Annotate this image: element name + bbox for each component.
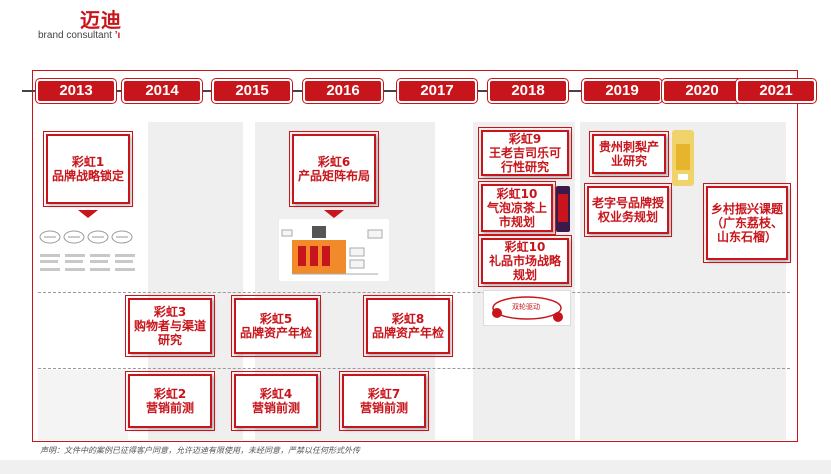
- year-2014: 2014: [121, 78, 203, 104]
- row-divider-1: [38, 292, 790, 293]
- card-rainbow-5: 彩虹5 品牌资产年检: [231, 295, 321, 357]
- card-rainbow-3: 彩虹3 购物者与渠道研究: [125, 295, 215, 357]
- card-rainbow-8: 彩虹8 品牌资产年检: [363, 295, 453, 357]
- bottom-bar: [0, 460, 831, 474]
- year-2019: 2019: [581, 78, 663, 104]
- logo-tagline: brand consultant ’ı: [38, 30, 120, 41]
- strategy-flow-thumbnail: [38, 224, 140, 284]
- logo-tagline-text: brand consultant: [38, 30, 112, 41]
- year-2017: 2017: [396, 78, 478, 104]
- logo: 迈迪: [80, 8, 122, 32]
- dual-drive-thumbnail: 双轮驱动: [483, 290, 571, 326]
- card-rainbow-2: 彩虹2 营销前测: [125, 371, 215, 431]
- column-bg-2013-bottom: [38, 370, 128, 440]
- year-2013: 2013: [35, 78, 117, 104]
- card-rainbow-7: 彩虹7 营销前测: [339, 371, 429, 431]
- year-2016: 2016: [302, 78, 384, 104]
- year-2018: 2018: [487, 78, 569, 104]
- chevron-down-icon: [324, 210, 344, 218]
- year-2020: 2020: [661, 78, 743, 104]
- card-rainbow-4: 彩虹4 营销前测: [231, 371, 321, 431]
- year-2021: 2021: [735, 78, 817, 104]
- card-guizhou: 贵州刺梨产业研究: [589, 131, 669, 177]
- chevron-down-icon: [78, 210, 98, 218]
- product-matrix-thumbnail: [277, 217, 391, 283]
- row-divider-2: [38, 368, 790, 369]
- card-laozihao: 老字号品牌授权业务规划: [584, 183, 672, 237]
- dual-drive-label: 双轮驱动: [512, 303, 540, 311]
- card-rainbow-9: 彩虹9 王老吉司乐可行性研究: [478, 127, 572, 179]
- logo-mark: ’ı: [114, 30, 121, 41]
- timeline-frame: [32, 70, 798, 442]
- card-rainbow-10-sparkling: 彩虹10 气泡凉茶上市规划: [478, 181, 556, 235]
- card-rainbow-1: 彩虹1 品牌战略锁定: [43, 131, 133, 207]
- disclaimer-note: 声明：文件中的案例已征得客户同意，允许迈迪有限使用，未经同意，严禁以任何形式外传: [40, 446, 360, 455]
- card-rainbow-10-gift: 彩虹10 礼品市场战略规划: [478, 235, 572, 287]
- year-2015: 2015: [211, 78, 293, 104]
- card-rainbow-6: 彩虹6 产品矩阵布局: [289, 131, 379, 207]
- card-rural-revitalization: 乡村振兴课题（广东荔枝、山东石榴）: [703, 183, 791, 263]
- sparkling-tea-can-image: [556, 186, 570, 232]
- rosa-roxburghii-product-image: [670, 130, 696, 186]
